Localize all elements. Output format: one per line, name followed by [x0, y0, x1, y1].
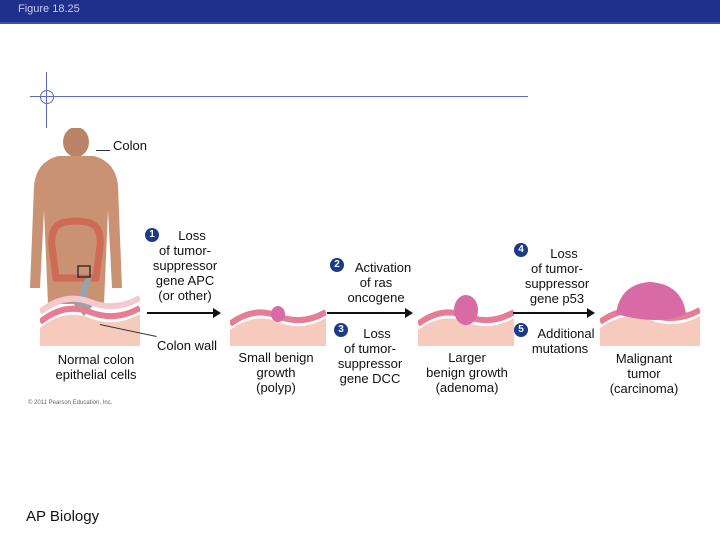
header-bar [0, 0, 720, 22]
copyright-notice: © 2011 Pearson Education, Inc. [28, 400, 113, 406]
crosshair-horizontal [30, 96, 528, 97]
step-4-label: Loss of tumor- suppressor gene p53 [524, 246, 590, 306]
step-3-badge: 3 [334, 323, 348, 337]
step-1-arrow [147, 308, 221, 318]
tissue-polyp [230, 306, 326, 346]
step-4-arrow [513, 308, 595, 318]
step-3-label: Loss of tumor- suppressor gene DCC [337, 326, 403, 386]
normal-cells-label: Normal colon epithelial cells [55, 352, 137, 382]
step-2-badge: 2 [330, 258, 344, 272]
step-5-label: Additional mutations [531, 326, 595, 356]
colon-label: Colon [113, 138, 147, 153]
step-1-label: Loss of tumor- suppressor gene APC (or o… [152, 228, 218, 303]
step-1-badge: 1 [145, 228, 159, 242]
colon-leader-line [96, 150, 110, 151]
crosshair-circle [40, 90, 54, 104]
step-4-badge: 4 [514, 243, 528, 257]
header-accent-line [0, 22, 720, 24]
colon-wall-label: Colon wall [157, 338, 217, 353]
figure-label: Figure 18.25 [18, 3, 80, 15]
tissue-normal [40, 295, 140, 346]
step-2-label: Activation of ras oncogene [347, 260, 412, 305]
adenoma-label: Larger benign growth (adenoma) [426, 350, 508, 395]
step-5-badge: 5 [514, 323, 528, 337]
human-torso-illustration [30, 128, 122, 304]
tissue-carcinoma [600, 282, 700, 346]
tissue-adenoma [418, 295, 514, 346]
carcinoma-label: Malignant tumor (carcinoma) [609, 351, 679, 396]
step-2-arrow [327, 308, 413, 318]
polyp-label: Small benign growth (polyp) [238, 350, 314, 395]
footer-label: AP Biology [26, 508, 100, 525]
